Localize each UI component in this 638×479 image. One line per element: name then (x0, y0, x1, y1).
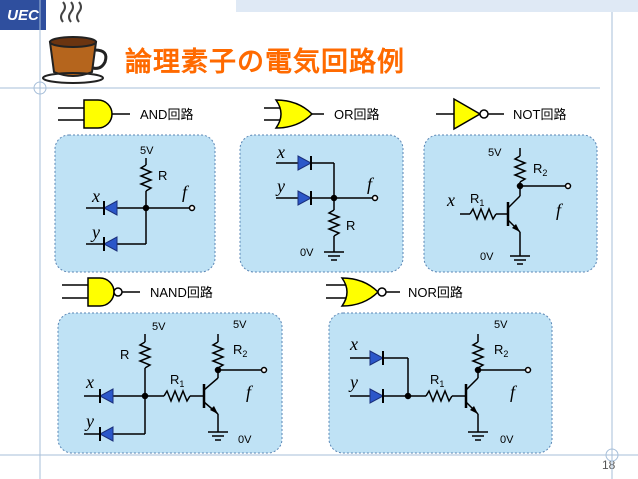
not-gate-label: NOT回路 (513, 107, 566, 122)
not-r2-label: R2 (533, 161, 547, 178)
coffee-cup-icon (42, 1, 108, 84)
nand-input-x: x (85, 372, 94, 392)
not-output-f: f (556, 200, 564, 220)
logo-badge: UEC (0, 0, 46, 30)
and-gate-label: AND回路 (140, 107, 193, 122)
nor-transistor-arrow (470, 406, 478, 414)
and-circuit (86, 158, 196, 245)
nand-r2-label: R2 (233, 342, 247, 359)
nand-gate-symbol (62, 277, 140, 307)
not-input-x: x (446, 190, 455, 210)
not-r1-label: R1 (470, 191, 484, 208)
nor-gate-label: NOR回路 (408, 285, 463, 300)
not-transistor-arrow (512, 224, 520, 232)
and-vcc-label: 5V (140, 145, 154, 157)
or-gate-symbol (264, 99, 324, 129)
or-output-f: f (367, 174, 375, 194)
not-gnd-label: 0V (480, 251, 494, 263)
nor-circuit (350, 334, 532, 432)
nor-r1-label: R1 (430, 372, 444, 389)
and-output-f: f (182, 182, 190, 202)
nand-vcc2-label: 5V (233, 319, 247, 331)
nor-vcc-label: 5V (494, 319, 508, 331)
nor-gnd-label: 0V (500, 434, 514, 446)
or-input-x: x (276, 142, 285, 162)
nand-circuit-panel (57, 312, 283, 454)
nand-gate-label: NAND回路 (150, 285, 213, 300)
or-circuit (276, 162, 379, 252)
nor-output-f: f (510, 382, 518, 402)
nor-input-x: x (349, 334, 358, 354)
nand-r1-label: R1 (170, 372, 184, 389)
or-circuit-panel (239, 134, 404, 273)
and-resistor-label: R (158, 168, 167, 183)
or-input-y: y (275, 176, 285, 196)
not-vcc-label: 5V (488, 147, 502, 159)
nor-r2-label: R2 (494, 342, 508, 359)
or-gnd-label: 0V (300, 247, 314, 259)
nand-resistor-label: R (120, 347, 129, 362)
not-gate-symbol (436, 97, 504, 131)
nor-input-y: y (348, 372, 358, 392)
not-circuit-panel (423, 134, 598, 273)
page-title: 論理素子の電気回路例 (125, 47, 405, 78)
nand-transistor-arrow (210, 406, 218, 414)
nor-gate-symbol (326, 277, 400, 307)
and-gate-symbol (58, 99, 130, 129)
or-gate-label: OR回路 (334, 107, 380, 122)
and-input-y: y (90, 222, 100, 242)
nand-gnd-label: 0V (238, 434, 252, 446)
and-input-x: x (91, 186, 100, 206)
nor-circuit-panel (328, 312, 553, 454)
nand-input-y: y (84, 411, 94, 431)
not-circuit (460, 148, 572, 256)
nand-vcc1-label: 5V (152, 321, 166, 333)
or-resistor-label: R (346, 218, 355, 233)
nand-output-f: f (246, 382, 254, 402)
and-circuit-panel (54, 134, 216, 273)
nand-circuit (84, 334, 268, 435)
